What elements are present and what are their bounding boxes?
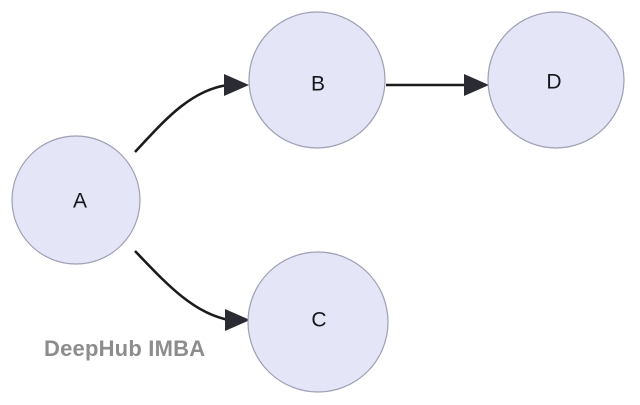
node-b[interactable]: B xyxy=(248,11,386,149)
edge-b-to-d-arrowhead xyxy=(464,74,489,96)
node-c-label: C xyxy=(311,309,326,332)
edge-a-to-c-arrowhead xyxy=(225,309,250,331)
edge-a-to-c[interactable] xyxy=(134,250,250,331)
node-d-label: D xyxy=(546,71,561,94)
edge-a-to-c-line xyxy=(134,250,230,322)
node-c[interactable]: C xyxy=(247,251,389,393)
node-a[interactable]: A xyxy=(11,135,141,265)
edge-a-to-b[interactable] xyxy=(134,74,249,153)
node-a-label: A xyxy=(73,190,87,213)
node-b-circle xyxy=(248,11,386,149)
edge-a-to-b-line xyxy=(134,83,229,153)
node-b-label: B xyxy=(311,73,325,96)
edge-a-to-b-arrowhead xyxy=(224,74,249,96)
node-d-circle xyxy=(487,11,625,149)
node-a-circle xyxy=(11,135,141,265)
watermark-label: DeepHub IMBA xyxy=(44,336,205,361)
node-d[interactable]: D xyxy=(487,11,625,149)
node-c-circle xyxy=(247,251,389,393)
edge-b-to-d[interactable] xyxy=(386,74,489,96)
